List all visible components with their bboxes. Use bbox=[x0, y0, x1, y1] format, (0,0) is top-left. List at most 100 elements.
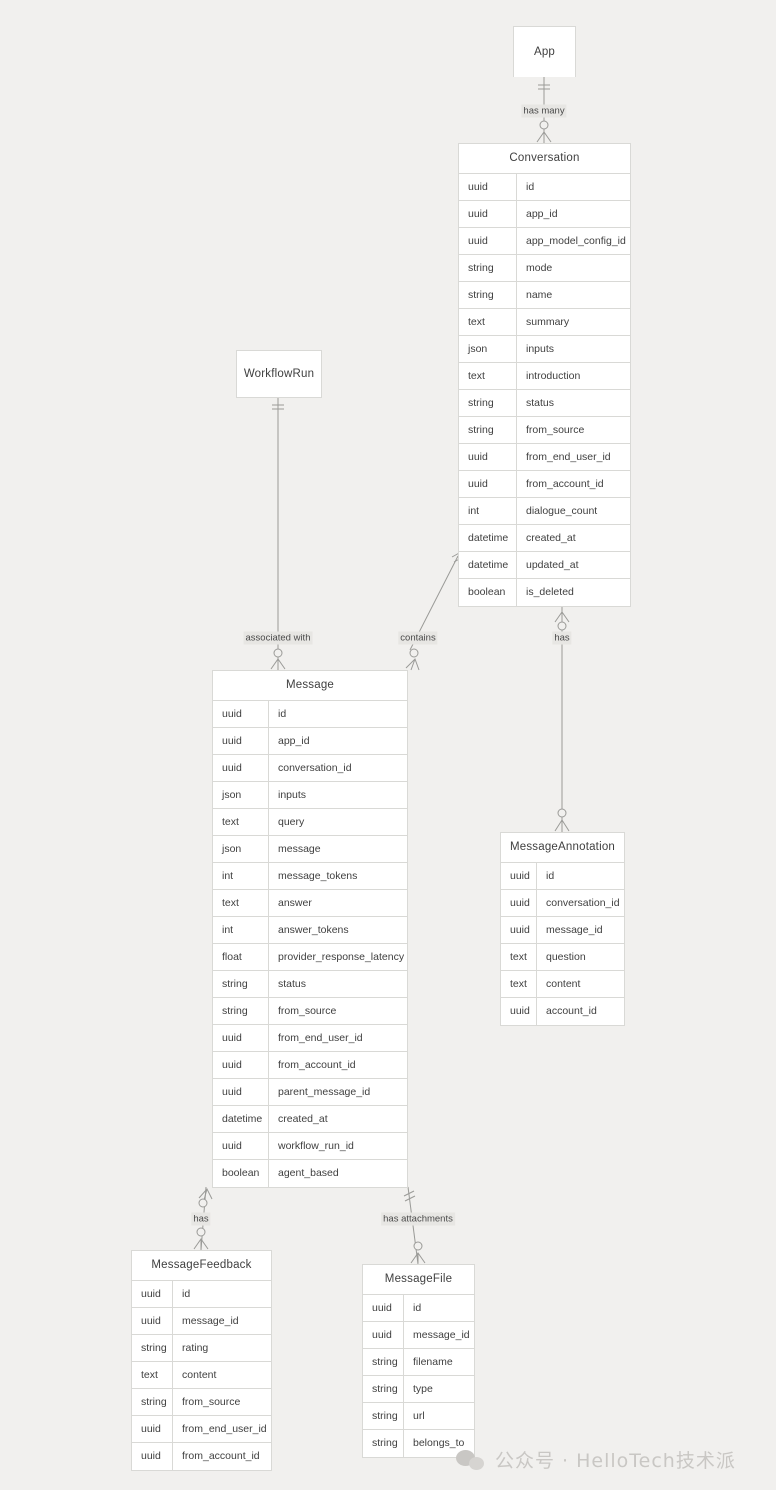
attribute-type: string bbox=[363, 1349, 404, 1375]
attribute-name: updated_at bbox=[526, 559, 579, 571]
attribute-type: string bbox=[363, 1376, 404, 1402]
attribute-name: message_tokens bbox=[278, 870, 358, 882]
entity-app[interactable]: App bbox=[513, 26, 576, 77]
attribute-row: string status bbox=[459, 390, 630, 417]
attribute-type: uuid bbox=[363, 1322, 404, 1348]
attribute-name: parent_message_id bbox=[278, 1086, 371, 1098]
entity-workflowrun-title: WorkflowRun bbox=[237, 351, 321, 397]
attribute-type: uuid bbox=[459, 471, 517, 497]
attribute-name: status bbox=[526, 397, 555, 409]
watermark: 公众号 · HelloTech技术派 bbox=[456, 1446, 736, 1473]
attribute-type: text bbox=[213, 809, 269, 835]
attribute-name: type bbox=[413, 1383, 433, 1395]
attribute-name: created_at bbox=[278, 1113, 328, 1125]
attribute-name: content bbox=[546, 978, 581, 990]
attribute-type: uuid bbox=[459, 228, 517, 254]
attribute-type: uuid bbox=[213, 755, 269, 781]
attribute-type: string bbox=[363, 1403, 404, 1429]
attribute-name: from_account_id bbox=[278, 1059, 356, 1071]
attribute-name: id bbox=[526, 181, 535, 193]
attribute-name: conversation_id bbox=[546, 897, 620, 909]
attribute-name: workflow_run_id bbox=[278, 1140, 354, 1152]
attribute-name: from_account_id bbox=[182, 1450, 260, 1462]
attribute-type: uuid bbox=[363, 1295, 404, 1321]
attribute-type: string bbox=[459, 390, 517, 416]
entity-messagefeedback-title: MessageFeedback bbox=[132, 1251, 271, 1281]
attribute-type: boolean bbox=[459, 579, 517, 606]
attribute-name: from_source bbox=[182, 1396, 241, 1408]
attribute-type: json bbox=[459, 336, 517, 362]
attribute-name: dialogue_count bbox=[526, 505, 598, 517]
attribute-name: answer_tokens bbox=[278, 924, 349, 936]
attribute-type: float bbox=[213, 944, 269, 970]
attribute-name: id bbox=[413, 1302, 422, 1314]
attribute-row: string url bbox=[363, 1403, 474, 1430]
entity-workflowrun[interactable]: WorkflowRun bbox=[236, 350, 322, 398]
attribute-row: uuid message_id bbox=[501, 917, 624, 944]
attribute-name: message_id bbox=[546, 924, 603, 936]
attribute-row: uuid message_id bbox=[363, 1322, 474, 1349]
attribute-name: provider_response_latency bbox=[278, 951, 405, 963]
wechat-icon bbox=[456, 1448, 486, 1472]
entity-messageannotation-title: MessageAnnotation bbox=[501, 833, 624, 863]
attribute-type: int bbox=[213, 863, 269, 889]
attribute-type: uuid bbox=[459, 174, 517, 200]
relationship-label-conversation-message: contains bbox=[398, 631, 438, 645]
attribute-row: string rating bbox=[132, 1335, 271, 1362]
attribute-type: boolean bbox=[213, 1160, 269, 1187]
attribute-name: status bbox=[278, 978, 307, 990]
attribute-name: name bbox=[526, 289, 553, 301]
attribute-type: text bbox=[459, 363, 517, 389]
attribute-name: message_id bbox=[413, 1329, 470, 1341]
attribute-name: app_model_config_id bbox=[526, 235, 626, 247]
attribute-name: from_end_user_id bbox=[526, 451, 611, 463]
attribute-name: url bbox=[413, 1410, 425, 1422]
attribute-type: uuid bbox=[501, 890, 537, 916]
attribute-name: rating bbox=[182, 1342, 209, 1354]
attribute-name: message bbox=[278, 843, 321, 855]
attribute-name: inputs bbox=[526, 343, 555, 355]
attribute-type: uuid bbox=[213, 1025, 269, 1051]
attribute-name: created_at bbox=[526, 532, 576, 544]
attribute-name: from_account_id bbox=[526, 478, 604, 490]
attribute-name: inputs bbox=[278, 789, 307, 801]
entity-app-title: App bbox=[514, 27, 575, 77]
attribute-type: string bbox=[132, 1335, 173, 1361]
attribute-type: uuid bbox=[213, 1052, 269, 1078]
attribute-type: uuid bbox=[132, 1281, 173, 1307]
attribute-type: int bbox=[459, 498, 517, 524]
relationship-label-message-feedback: has bbox=[191, 1212, 211, 1226]
relationship-label-app-conversation: has many bbox=[521, 104, 567, 118]
attribute-type: uuid bbox=[501, 917, 537, 943]
attribute-row: json inputs bbox=[459, 336, 630, 363]
attribute-type: uuid bbox=[213, 1133, 269, 1159]
